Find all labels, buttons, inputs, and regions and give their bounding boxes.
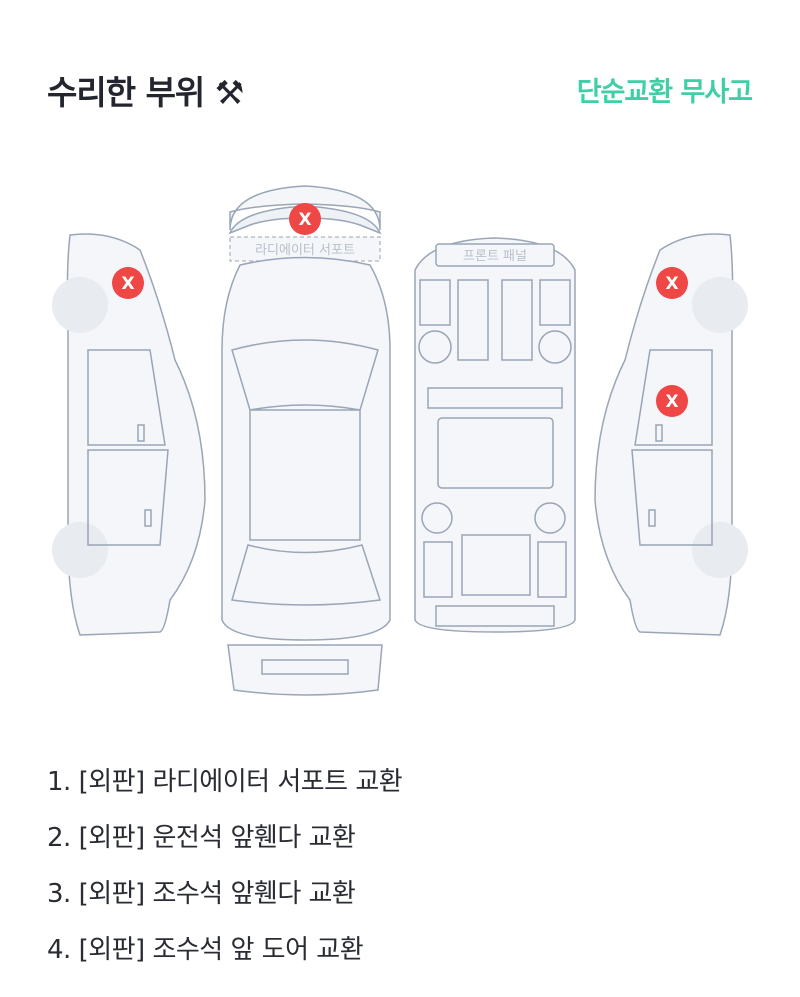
list-item: 4. [외판] 조수석 앞 도어 교환 [47,935,364,965]
car-top-view: 라디에이터 서포트 [221,185,391,696]
damage-marker-passenger-front-fender[interactable]: X [656,267,688,299]
svg-text:X: X [121,274,134,294]
damage-marker-passenger-front-door[interactable]: X [656,385,688,417]
status-badge: 단순교환 무사고 [576,77,753,108]
car-damage-diagram: 라디에이터 서포트 프론트 패널 X X X X [52,185,748,696]
svg-text:X: X [665,274,678,294]
damage-marker-driver-front-fender[interactable]: X [112,267,144,299]
car-left-side [52,233,206,636]
hammer-and-wrench-icon: ⚒ [214,73,245,112]
svg-text:X: X [665,392,678,412]
list-item: 3. [외판] 조수석 앞휀다 교환 [47,879,356,909]
list-item: 2. [외판] 운전석 앞휀다 교환 [47,823,356,853]
svg-text:X: X [298,210,311,230]
repair-list: 1. [외판] 라디에이터 서포트 교환 2. [외판] 운전석 앞휀다 교환 … [47,760,403,984]
front-panel-label: 프론트 패널 [463,249,527,264]
radiator-support-label: 라디에이터 서포트 [255,243,355,258]
car-right-side [594,233,748,636]
damage-marker-radiator-support[interactable]: X [289,203,321,235]
car-underbody: 프론트 패널 [414,237,576,633]
list-item: 1. [외판] 라디에이터 서포트 교환 [47,767,403,797]
page-title: 수리한 부위 ⚒ [47,73,245,112]
